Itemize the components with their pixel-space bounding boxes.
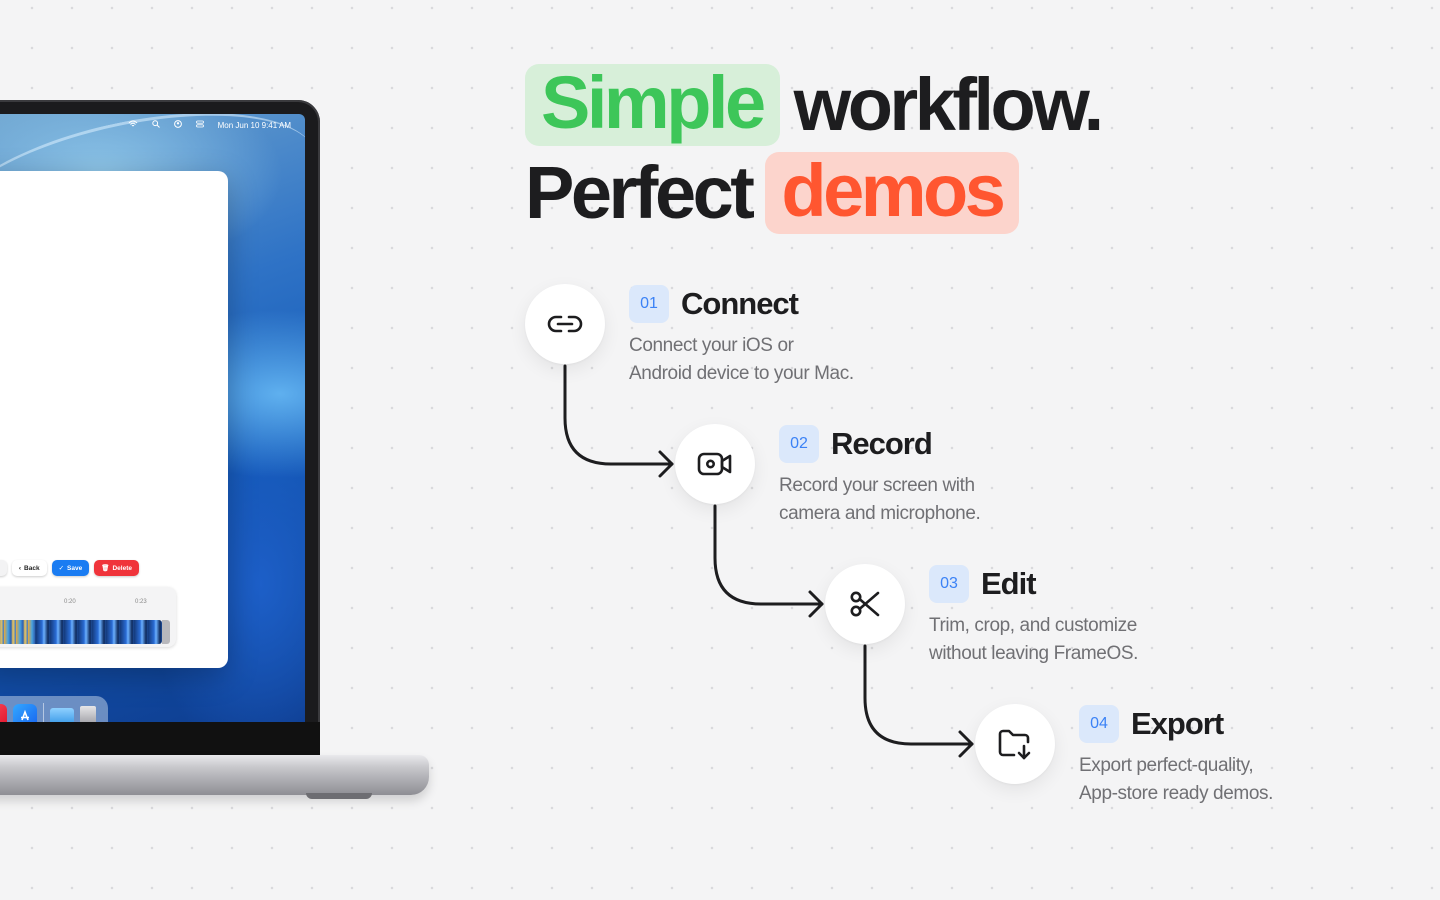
headline-text-perfect: Perfect xyxy=(525,151,755,234)
step-3-icon-circle xyxy=(825,564,905,644)
step-description: Connect your iOS or Android device to yo… xyxy=(629,335,854,384)
step-title: Record xyxy=(831,426,933,461)
delete-button[interactable]: 🗑 Delete xyxy=(94,560,139,576)
checkmark-icon: ✓ xyxy=(58,565,65,572)
dropdown-button[interactable]: em ⌄ xyxy=(0,560,7,576)
user-icon[interactable] xyxy=(173,120,182,130)
trash-icon[interactable] xyxy=(80,706,96,722)
wifi-icon[interactable] xyxy=(128,120,138,130)
step-2-icon-circle xyxy=(675,424,755,504)
folder-download-icon xyxy=(998,729,1031,760)
step-description: Record your screen with camera and micro… xyxy=(779,475,981,524)
save-label: Save xyxy=(67,564,83,572)
app-window: em ⌄ ‹ Back ✓ Save 🗑 Delete 0:20 0:2 xyxy=(0,171,228,668)
headline-text-workflow: workflow. xyxy=(793,63,1105,146)
laptop-bezel-chin xyxy=(0,722,320,755)
step-1: 01 Connect Connect your iOS or Android d… xyxy=(629,284,854,388)
laptop-base-notch xyxy=(306,793,372,799)
headline: Simple workflow. Perfect demos xyxy=(525,62,1105,236)
trash-icon: 🗑 xyxy=(101,565,110,572)
arrowhead xyxy=(658,450,674,478)
editor-toolbar: em ⌄ ‹ Back ✓ Save 🗑 Delete xyxy=(0,559,200,577)
laptop-mockup: Mon Jun 10 9:41 AM em ⌄ ‹ Back ✓ Save 🗑 xyxy=(0,100,429,800)
back-label: Back xyxy=(24,564,40,572)
step-number-badge: 03 xyxy=(929,565,969,603)
step-1-icon-circle xyxy=(525,284,605,364)
step-number-badge: 01 xyxy=(629,285,669,323)
step-title: Edit xyxy=(981,566,1037,601)
app-store-icon[interactable] xyxy=(13,704,37,722)
headline-line-1: Simple workflow. xyxy=(525,62,1105,148)
step-4: 04 Export Export perfect-quality, App-st… xyxy=(1079,704,1273,808)
step-number-badge: 04 xyxy=(1079,705,1119,743)
control-center-icon[interactable] xyxy=(195,120,204,130)
step-2: 02 Record Record your screen with camera… xyxy=(779,424,981,528)
timeline-trim-handle[interactable] xyxy=(162,620,170,644)
menu-bar-datetime: Mon Jun 10 9:41 AM xyxy=(217,120,291,130)
scissors-icon xyxy=(850,591,880,617)
step-number-badge: 02 xyxy=(779,425,819,463)
step-description: Export perfect-quality, App-store ready … xyxy=(1079,755,1273,804)
timeline-tick: 0:23 xyxy=(135,599,147,605)
back-button[interactable]: ‹ Back xyxy=(11,560,47,576)
step-title: Export xyxy=(1131,706,1224,741)
headline-highlight-simple: Simple xyxy=(525,64,780,146)
save-button[interactable]: ✓ Save xyxy=(51,560,90,576)
laptop-base xyxy=(0,755,429,795)
step-title: Connect xyxy=(681,286,799,321)
delete-label: Delete xyxy=(112,564,132,572)
news-app-icon[interactable] xyxy=(0,704,7,722)
step-3: 03 Edit Trim, crop, and customize withou… xyxy=(929,564,1138,668)
chevron-left-icon: ‹ xyxy=(18,564,22,572)
menu-bar: Mon Jun 10 9:41 AM xyxy=(0,114,305,136)
video-camera-icon xyxy=(697,452,732,476)
headline-line-2: Perfect demos xyxy=(525,150,1101,236)
dock-separator xyxy=(43,703,44,722)
headline-highlight-demos: demos xyxy=(765,152,1020,234)
link-icon xyxy=(547,315,583,333)
video-timeline[interactable]: 0:20 0:23 xyxy=(0,587,176,647)
folder-icon[interactable] xyxy=(50,708,74,722)
step-4-icon-circle xyxy=(975,704,1055,784)
arrowhead xyxy=(808,590,824,618)
timeline-thumbnail-strip[interactable] xyxy=(0,620,162,644)
laptop-screen: Mon Jun 10 9:41 AM em ⌄ ‹ Back ✓ Save 🗑 xyxy=(0,114,305,722)
timeline-tick: 0:20 xyxy=(64,599,76,605)
step-description: Trim, crop, and customize without leavin… xyxy=(929,615,1138,664)
arrowhead xyxy=(958,730,974,758)
dock xyxy=(0,696,108,722)
search-icon[interactable] xyxy=(151,120,160,130)
